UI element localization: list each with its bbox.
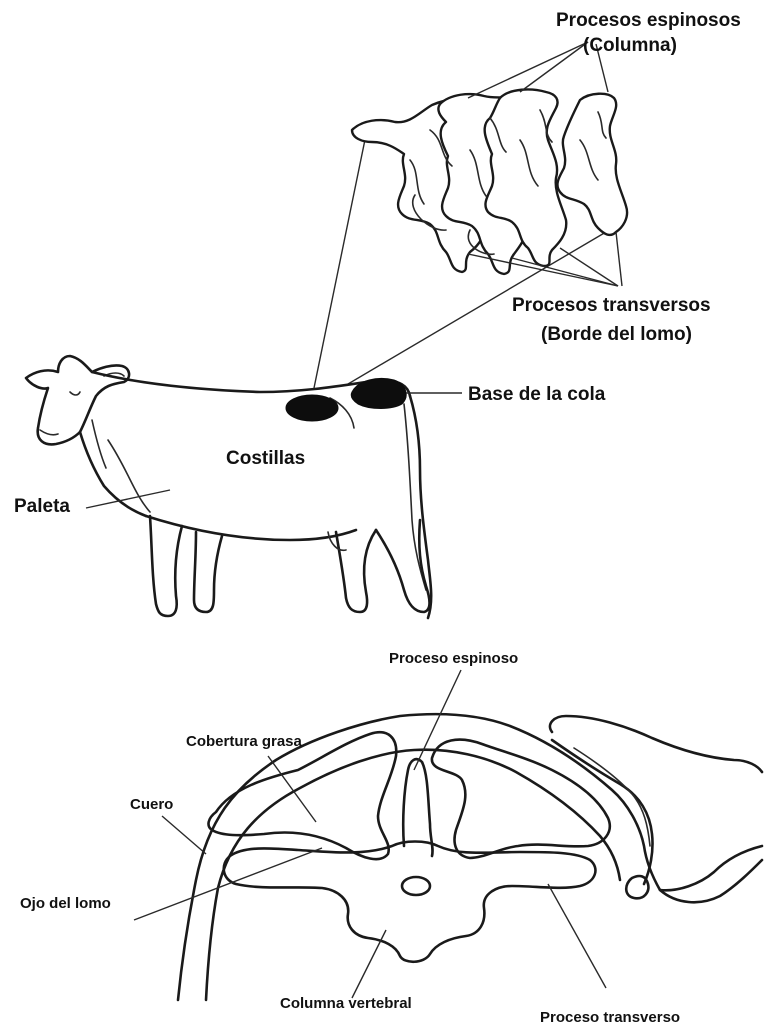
vertebra-body-shape <box>224 842 596 962</box>
cow-illustration <box>26 356 462 618</box>
cow-front-leg-2 <box>194 532 222 612</box>
leader-transverse-2 <box>512 258 618 286</box>
loin-eye-left <box>209 732 397 859</box>
cow-rump <box>410 396 431 618</box>
hand-fingertip <box>626 876 648 898</box>
cow-belly <box>146 516 356 540</box>
label-vertebral-column: Columna vertebral <box>280 995 412 1012</box>
leader-fat-cover <box>268 756 316 822</box>
leader-vertebral-column <box>352 930 386 998</box>
label-ribs: Costillas <box>226 448 305 469</box>
short-ribs-spot <box>286 395 338 421</box>
zoom-line-left <box>314 125 368 388</box>
label-tailhead: Base de la cola <box>468 384 606 405</box>
label-loin-eye: Ojo del lomo <box>20 895 111 912</box>
label-transverse-processes-2: (Borde del lomo) <box>541 324 692 345</box>
label-transverse-process: Proceso transverso <box>540 1009 680 1025</box>
leader-spinous-2 <box>520 42 588 92</box>
leader-spinous-process <box>414 670 461 770</box>
leader-hide <box>162 816 206 854</box>
label-fat-cover: Cobertura grasa <box>186 733 303 750</box>
cow-hind-leg-2 <box>376 520 430 612</box>
leader-shoulder <box>86 490 170 508</box>
hand-outline <box>550 716 762 772</box>
cow-shoulder-line <box>108 440 150 512</box>
vertebra-4 <box>557 94 627 235</box>
label-spinous-processes-2: (Columna) <box>583 35 677 56</box>
label-spinous-processes-1: Procesos espinosos <box>556 10 741 31</box>
label-hide: Cuero <box>130 796 173 813</box>
cow-hind-leg-1 <box>336 530 376 612</box>
cow-mouth <box>40 430 58 435</box>
leader-transverse-4 <box>616 232 622 286</box>
leader-transverse-process <box>548 884 606 988</box>
hand-finger-1 <box>552 740 653 884</box>
loin-cross-section <box>134 670 762 1000</box>
cow-front-leg-1 <box>150 516 182 616</box>
loin-eye-right <box>432 740 610 858</box>
cow-eye <box>70 392 80 395</box>
spinal-canal <box>402 877 430 895</box>
cow-tail <box>404 404 426 590</box>
label-transverse-processes-1: Procesos transversos <box>512 295 711 316</box>
cow-chest <box>80 432 146 516</box>
label-shoulder: Paleta <box>14 496 70 517</box>
cow-dewlap <box>92 420 106 468</box>
hand-palm <box>660 846 762 890</box>
label-spinous-process: Proceso espinoso <box>389 650 518 667</box>
